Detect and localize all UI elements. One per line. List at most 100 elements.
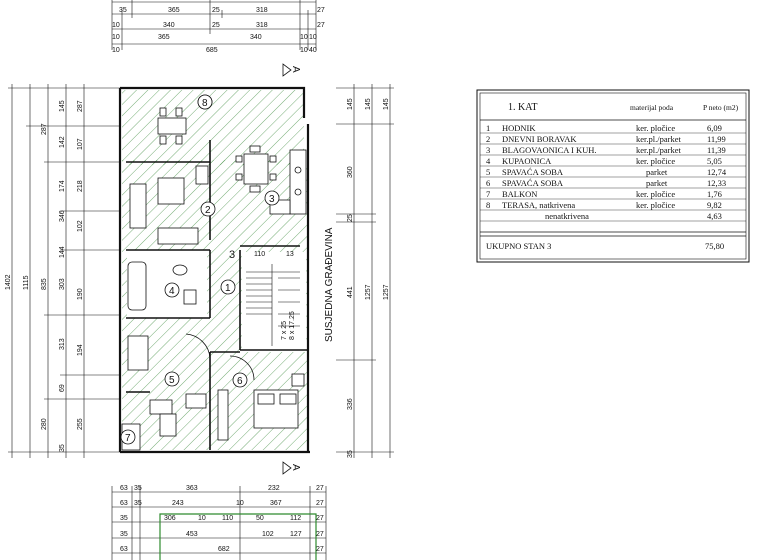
- svg-text:nenatkrivena: nenatkrivena: [545, 211, 589, 221]
- svg-text:A: A: [290, 464, 301, 471]
- svg-text:ker.pl./parket: ker.pl./parket: [636, 134, 681, 144]
- svg-text:6,09: 6,09: [707, 123, 722, 133]
- right-dimension-labels: 145 360 25 441 336 35 145 1257 145 1257: [347, 98, 390, 458]
- svg-text:A: A: [290, 66, 301, 73]
- svg-text:346: 346: [59, 210, 66, 222]
- dim-stair-2: 8 x 17.25: [289, 311, 296, 340]
- neighbor-building-label: SUSJEDNA GRAĐEVINA: [324, 227, 335, 342]
- table-total-value: 75,80: [705, 241, 724, 251]
- svg-text:127: 127: [290, 531, 302, 538]
- svg-text:ker. pločice: ker. pločice: [636, 200, 675, 210]
- svg-text:SPAVAĆA SOBA: SPAVAĆA SOBA: [502, 167, 564, 177]
- svg-text:69: 69: [59, 384, 66, 392]
- svg-text:35: 35: [120, 531, 128, 538]
- dim-top-15: 10: [309, 34, 317, 41]
- table-total-label: UKUPNO STAN 3: [486, 241, 551, 251]
- svg-text:1,76: 1,76: [707, 189, 722, 199]
- svg-text:10: 10: [198, 515, 206, 522]
- svg-text:145: 145: [383, 98, 390, 110]
- svg-text:453: 453: [186, 531, 198, 538]
- svg-text:367: 367: [270, 500, 282, 507]
- table-row: 2 DNEVNI BORAVAK ker.pl./parket 11,99: [486, 134, 726, 144]
- dim-top-2: 365: [168, 7, 180, 14]
- top-dimension-labels: 35 365 25 318 27 10 340 25 318 27 10 365…: [112, 7, 325, 54]
- svg-text:287: 287: [77, 100, 84, 112]
- svg-text:102: 102: [262, 531, 274, 538]
- svg-text:27: 27: [316, 515, 324, 522]
- dim-top-16: 10: [112, 47, 120, 54]
- svg-text:306: 306: [164, 515, 176, 522]
- dim-top-11: 10: [112, 34, 120, 41]
- svg-text:11,99: 11,99: [707, 134, 726, 144]
- svg-text:25: 25: [347, 214, 354, 222]
- stair-number: 3: [229, 249, 235, 261]
- table-row: 1 HODNIK ker. pločice 6,09: [486, 123, 722, 133]
- svg-text:336: 336: [347, 398, 354, 410]
- svg-text:TERASA, natkrivena: TERASA, natkrivena: [502, 200, 575, 210]
- dim-top-6: 10: [112, 22, 120, 29]
- svg-text:6: 6: [486, 178, 490, 188]
- section-marker-bottom: A: [282, 461, 301, 475]
- svg-text:1257: 1257: [365, 284, 372, 300]
- room-number-7: 7: [125, 433, 131, 444]
- room-number-2: 2: [205, 205, 211, 216]
- svg-text:287: 287: [41, 123, 48, 135]
- table-row: 6 SPAVAĆA SOBA parket 12,33: [486, 178, 726, 188]
- room-number-8: 8: [202, 98, 208, 109]
- svg-text:313: 313: [59, 338, 66, 350]
- svg-text:682: 682: [218, 546, 230, 553]
- svg-text:50: 50: [256, 515, 264, 522]
- svg-text:4: 4: [486, 156, 491, 166]
- dim-top-17: 685: [206, 47, 218, 54]
- room-number-5: 5: [169, 375, 175, 386]
- svg-text:35: 35: [347, 450, 354, 458]
- svg-text:2: 2: [486, 134, 490, 144]
- table-row: 5 SPAVAĆA SOBA parket 12,74: [486, 167, 727, 177]
- svg-text:1: 1: [486, 123, 490, 133]
- svg-text:303: 303: [59, 278, 66, 290]
- dim-top-7: 340: [163, 22, 175, 29]
- dim-top-4: 318: [256, 7, 268, 14]
- dim-top-13: 340: [250, 34, 262, 41]
- svg-text:63: 63: [120, 546, 128, 553]
- svg-text:232: 232: [268, 485, 280, 492]
- svg-text:27: 27: [316, 546, 324, 553]
- dim-top-19: 40: [309, 47, 317, 54]
- dim-top-5: 27: [317, 7, 325, 14]
- area-table: 1. KAT materijal poda P neto (m2) 1 HODN…: [476, 89, 750, 263]
- svg-text:1115: 1115: [23, 275, 30, 290]
- dim-top-1: 35: [119, 7, 127, 14]
- svg-text:12,33: 12,33: [707, 178, 726, 188]
- svg-text:10: 10: [236, 500, 244, 507]
- svg-text:35: 35: [134, 500, 142, 507]
- table-title: 1. KAT: [508, 102, 537, 113]
- table-row: 4 KUPAONICA ker. pločice 5,05: [486, 156, 722, 166]
- dim-top-14: 10: [300, 34, 308, 41]
- svg-text:27: 27: [316, 500, 324, 507]
- room-number-4: 4: [169, 286, 175, 297]
- svg-text:DNEVNI BORAVAK: DNEVNI BORAVAK: [502, 134, 577, 144]
- svg-text:218: 218: [77, 180, 84, 192]
- svg-text:ker.pl./parket: ker.pl./parket: [636, 145, 681, 155]
- svg-text:27: 27: [316, 485, 324, 492]
- svg-text:280: 280: [41, 418, 48, 430]
- bottom-green-frame: [159, 513, 317, 560]
- svg-text:102: 102: [77, 220, 84, 232]
- section-marker-top: A: [282, 63, 301, 77]
- svg-text:142: 142: [59, 136, 66, 148]
- terrace-hatch: [122, 90, 304, 165]
- svg-text:8: 8: [486, 200, 490, 210]
- svg-text:174: 174: [59, 180, 66, 192]
- svg-text:BLAGOVAONICA I KUH.: BLAGOVAONICA I KUH.: [502, 145, 597, 155]
- svg-text:ker. pločice: ker. pločice: [636, 189, 675, 199]
- svg-text:144: 144: [59, 246, 66, 258]
- svg-text:255: 255: [77, 418, 84, 430]
- svg-text:ker. pločice: ker. pločice: [636, 156, 675, 166]
- dim-top-12: 365: [158, 34, 170, 41]
- left-dimension-labels: 1402 1115 287 835 280 145 142 174 346 14…: [5, 100, 84, 452]
- svg-text:112: 112: [290, 515, 301, 522]
- svg-text:194: 194: [77, 344, 84, 356]
- svg-text:110: 110: [222, 515, 233, 522]
- svg-text:3: 3: [486, 145, 490, 155]
